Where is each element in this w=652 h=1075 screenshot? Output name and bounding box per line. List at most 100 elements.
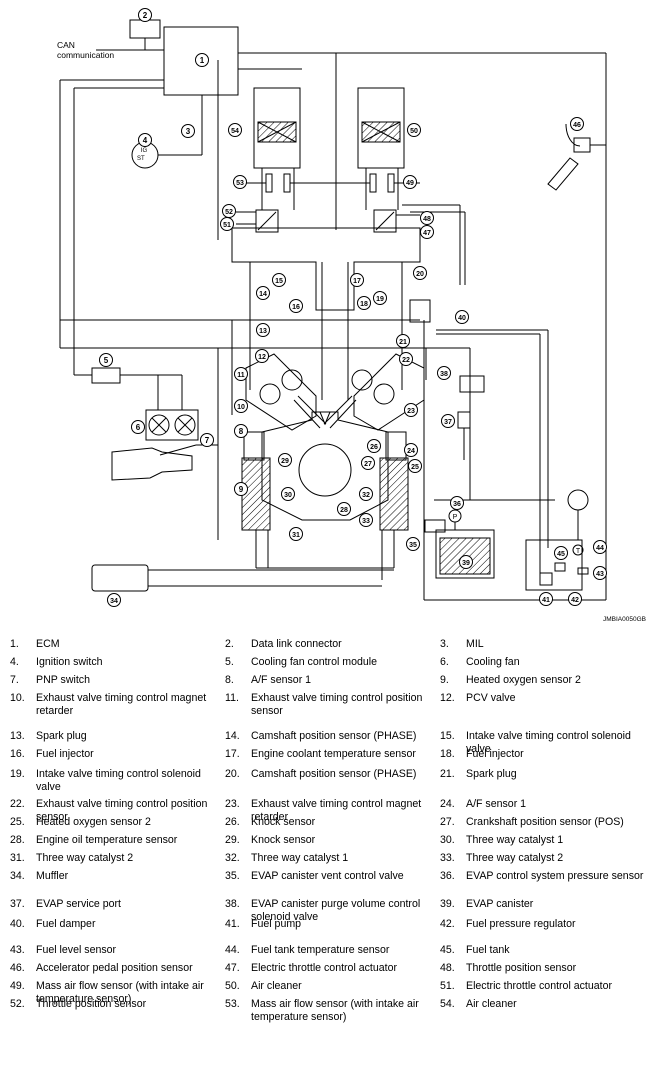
- callout-number-50: 50: [410, 128, 418, 135]
- legend-text: Fuel pump: [251, 918, 302, 930]
- callout-circle-49: [403, 175, 417, 189]
- callout-number-48: 48: [423, 216, 431, 223]
- legend-text: Ignition switch: [36, 656, 103, 668]
- cooling-fan-left: [148, 414, 170, 436]
- legend-text: Engine coolant temperature sensor: [251, 748, 416, 760]
- data-link-connector-box: [129, 19, 161, 39]
- callout-circle-48: [420, 211, 434, 225]
- callout-circle-20: [413, 266, 427, 280]
- callout-number-6: 6: [136, 423, 141, 432]
- callout-circle-3: [181, 124, 195, 138]
- callout-number-10: 10: [237, 404, 245, 411]
- catalyst-left: [241, 457, 271, 531]
- callout-number-47: 47: [423, 230, 431, 237]
- callout-number-17: 17: [353, 278, 361, 285]
- legend-number: 22.: [10, 798, 25, 810]
- callout-number-20: 20: [416, 271, 424, 278]
- callout-circle-23: [404, 403, 418, 417]
- legend-number: 4.: [10, 656, 19, 668]
- callout-number-18: 18: [360, 301, 368, 308]
- image-code: JMBIA0050GB: [603, 616, 646, 623]
- legend-text: Throttle position sensor: [466, 962, 577, 974]
- cylinder-head-left: [245, 353, 317, 431]
- evap-canister: [435, 529, 495, 579]
- callout-number-24: 24: [407, 448, 415, 455]
- callout-circle-54: [228, 123, 242, 137]
- callout-circle-21: [396, 334, 410, 348]
- callout-circle-6: [131, 420, 145, 434]
- callout-circle-9: [234, 482, 248, 496]
- throttle-body-right: [373, 209, 397, 233]
- legend-number: 7.: [10, 674, 19, 686]
- legend-text: EVAP canister purge volume control solen…: [251, 898, 421, 924]
- legend-number: 43.: [10, 944, 25, 956]
- callout-circle-11: [234, 367, 248, 381]
- intake-manifold: [231, 227, 421, 311]
- evap-vent-valve: [424, 519, 446, 533]
- legend-text: Spark plug: [36, 730, 87, 742]
- ecm-box: [163, 26, 239, 96]
- callout-circle-5: [99, 353, 113, 367]
- legend-number: 12.: [440, 692, 455, 704]
- legend-text: Heated oxygen sensor 2: [466, 674, 581, 686]
- cooling-fan-control-module: [91, 367, 121, 384]
- callout-circle-7: [200, 433, 214, 447]
- callout-number-31: 31: [292, 532, 300, 539]
- legend-number: 19.: [10, 768, 25, 780]
- legend-number: 5.: [225, 656, 234, 668]
- callout-markers: 1234567891011121314151617181920212223242…: [99, 8, 607, 607]
- ig-label: IG: [141, 148, 148, 154]
- callout-circle-2: [138, 8, 152, 22]
- callout-circle-14: [256, 286, 270, 300]
- callout-number-12: 12: [258, 354, 266, 361]
- legend-text: EVAP canister: [466, 898, 534, 910]
- callout-circle-38: [437, 366, 451, 380]
- callout-circle-1: [195, 53, 209, 67]
- legend-number: 9.: [440, 674, 449, 686]
- p-label: P: [453, 514, 458, 521]
- legend-text: Three way catalyst 1: [251, 852, 349, 864]
- callout-number-11: 11: [237, 372, 245, 379]
- legend-number: 16.: [10, 748, 25, 760]
- callout-number-32: 32: [362, 492, 370, 499]
- legend-number: 1.: [10, 638, 19, 650]
- callout-circle-39: [459, 555, 473, 569]
- legend-number: 37.: [10, 898, 25, 910]
- callout-number-40: 40: [458, 315, 466, 322]
- catalyst-right: [379, 457, 409, 531]
- transmission-housing: [111, 447, 193, 481]
- callout-number-9: 9: [239, 485, 244, 494]
- cylinder-head-right: [353, 353, 425, 431]
- callout-number-8: 8: [239, 427, 244, 436]
- callout-circle-27: [361, 456, 375, 470]
- callout-circle-30: [281, 487, 295, 501]
- legend-number: 6.: [440, 656, 449, 668]
- callout-number-28: 28: [340, 507, 348, 514]
- exhaust-manifold-left: [243, 431, 265, 461]
- callout-circle-37: [441, 414, 455, 428]
- callout-number-43: 43: [596, 571, 604, 578]
- legend-text: Fuel damper: [36, 918, 96, 930]
- legend-text: Fuel injector: [36, 748, 94, 760]
- callout-circle-47: [420, 225, 434, 239]
- legend-text: Three way catalyst 2: [36, 852, 134, 864]
- legend-number: 28.: [10, 834, 25, 846]
- legend-number: 17.: [225, 748, 240, 760]
- legend-number: 40.: [10, 918, 25, 930]
- legend-number: 13.: [10, 730, 25, 742]
- legend-number: 35.: [225, 870, 240, 882]
- legend-text: PCV valve: [466, 692, 516, 704]
- legend-text: Cooling fan: [466, 656, 520, 668]
- callout-number-5: 5: [104, 356, 109, 365]
- t-label: T: [576, 548, 581, 555]
- legend-number: 8.: [225, 674, 234, 686]
- legend-text: Camshaft position sensor (PHASE): [251, 730, 417, 742]
- legend-text: Exhaust valve timing control magnet reta…: [36, 692, 207, 718]
- legend-text: Air cleaner: [251, 980, 302, 992]
- legend-number: 49.: [10, 980, 25, 992]
- legend-text: Heated oxygen sensor 2: [36, 816, 151, 828]
- legend-number: 21.: [440, 768, 455, 780]
- callout-circle-22: [399, 352, 413, 366]
- evap-purge-valve: [459, 375, 485, 393]
